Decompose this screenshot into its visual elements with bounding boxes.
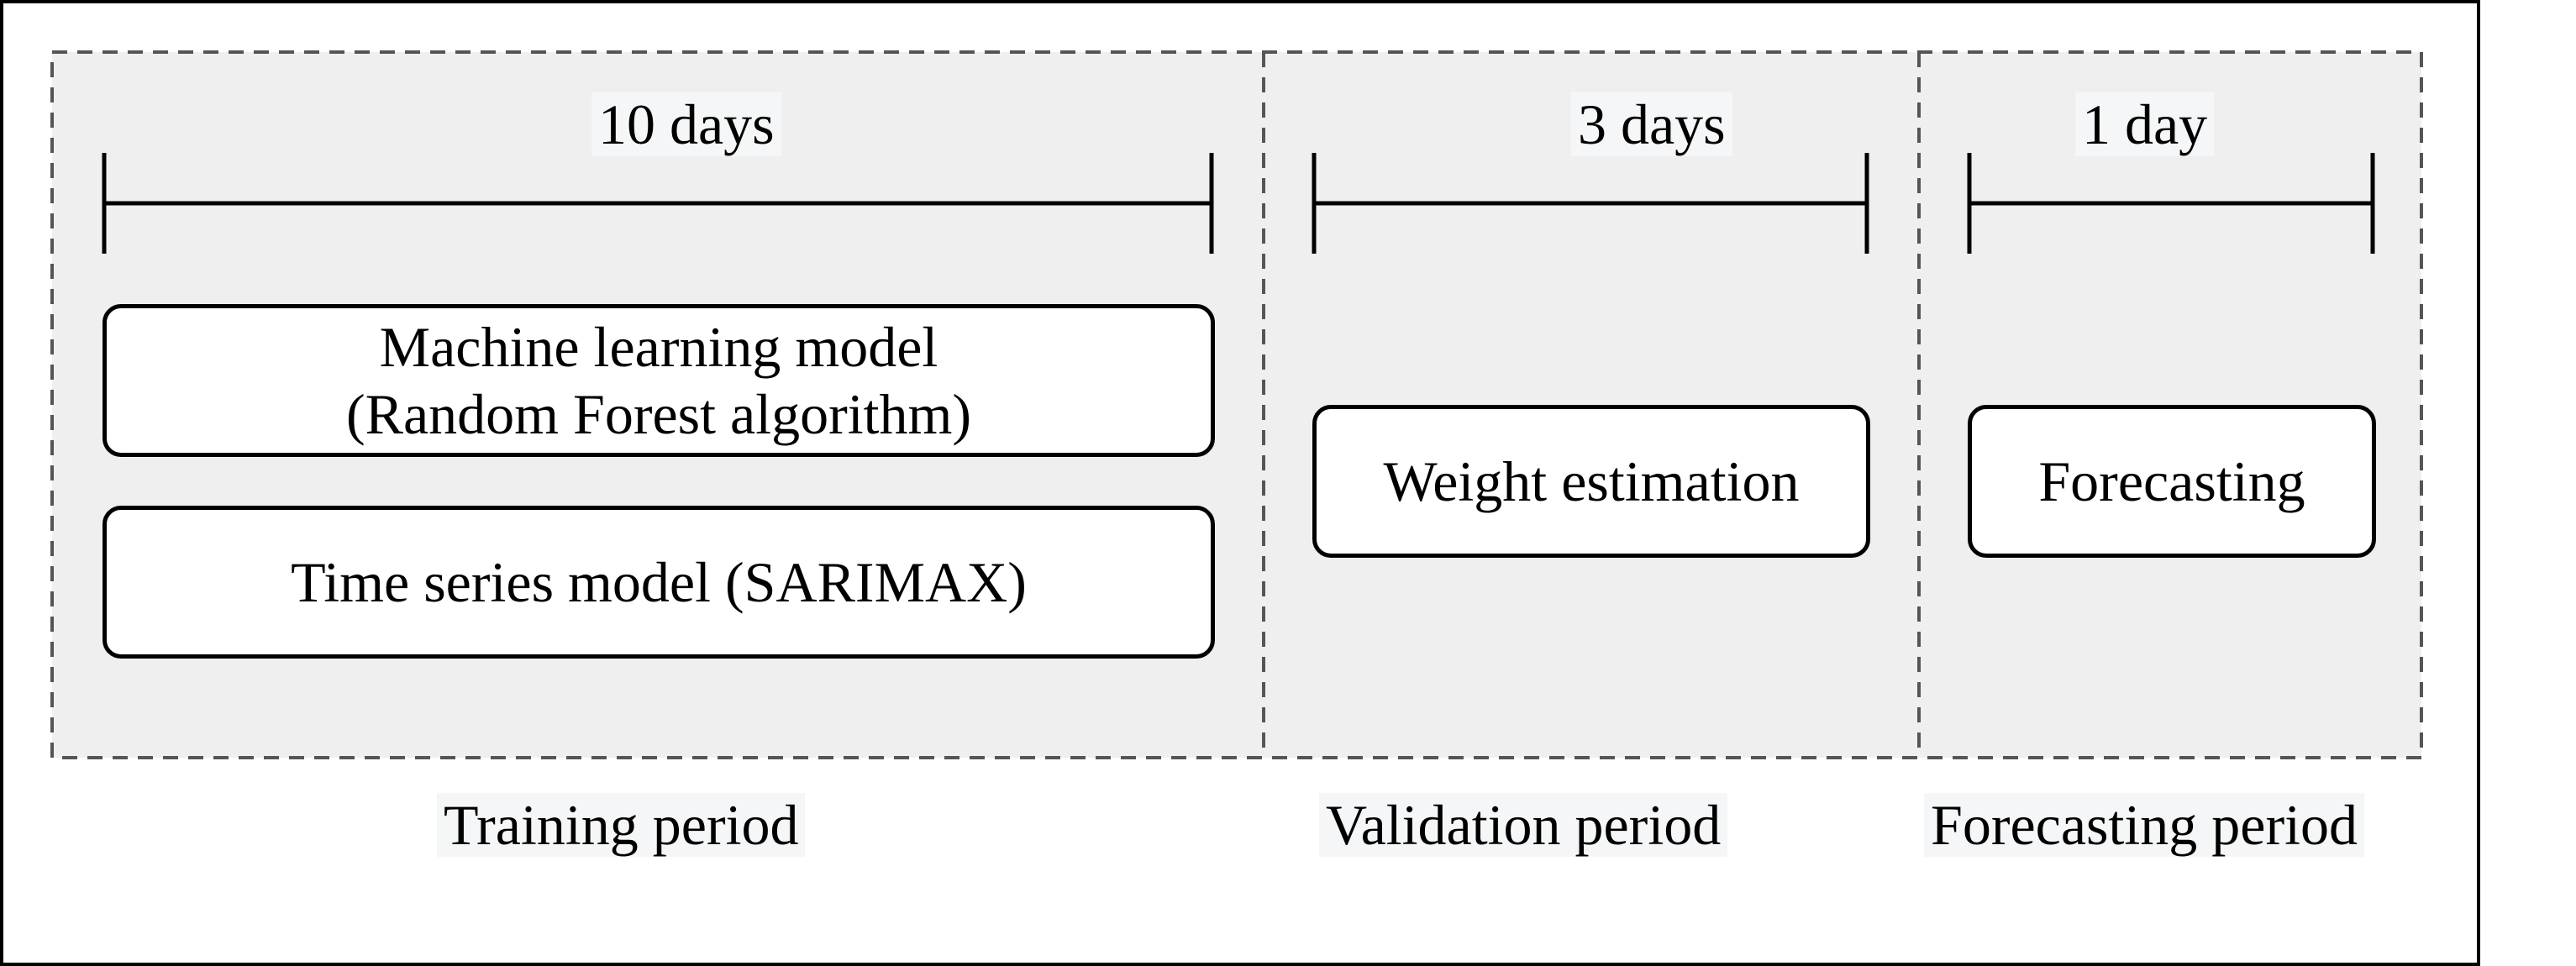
outer-dashed-border — [50, 50, 2423, 759]
forecasting-label: Forecasting — [2038, 449, 2305, 513]
weight-estimation-box: Weight estimation — [1312, 405, 1870, 558]
validation-period-label: Validation period — [1319, 793, 1728, 857]
forecasting-timeline — [1967, 153, 2375, 254]
time-series-model-box: Time series model (SARIMAX) — [103, 506, 1215, 659]
weight-estimation-label: Weight estimation — [1383, 449, 1800, 513]
forecasting-box: Forecasting — [1968, 405, 2376, 558]
validation-timeline — [1312, 153, 1869, 254]
ml-model-line-1: Machine learning model — [379, 314, 938, 379]
forecasting-period-label: Forecasting period — [1924, 793, 2364, 857]
validation-duration-label: 3 days — [1571, 92, 1732, 156]
training-period-label: Training period — [437, 793, 806, 857]
time-series-model-label: Time series model (SARIMAX) — [291, 549, 1027, 614]
ml-model-box: Machine learning model (Random Forest al… — [103, 304, 1215, 457]
forecasting-duration-label: 1 day — [2075, 92, 2215, 156]
ml-model-line-2: (Random Forest algorithm) — [345, 382, 972, 446]
training-timeline — [102, 153, 1214, 254]
training-duration-label: 10 days — [591, 92, 781, 156]
